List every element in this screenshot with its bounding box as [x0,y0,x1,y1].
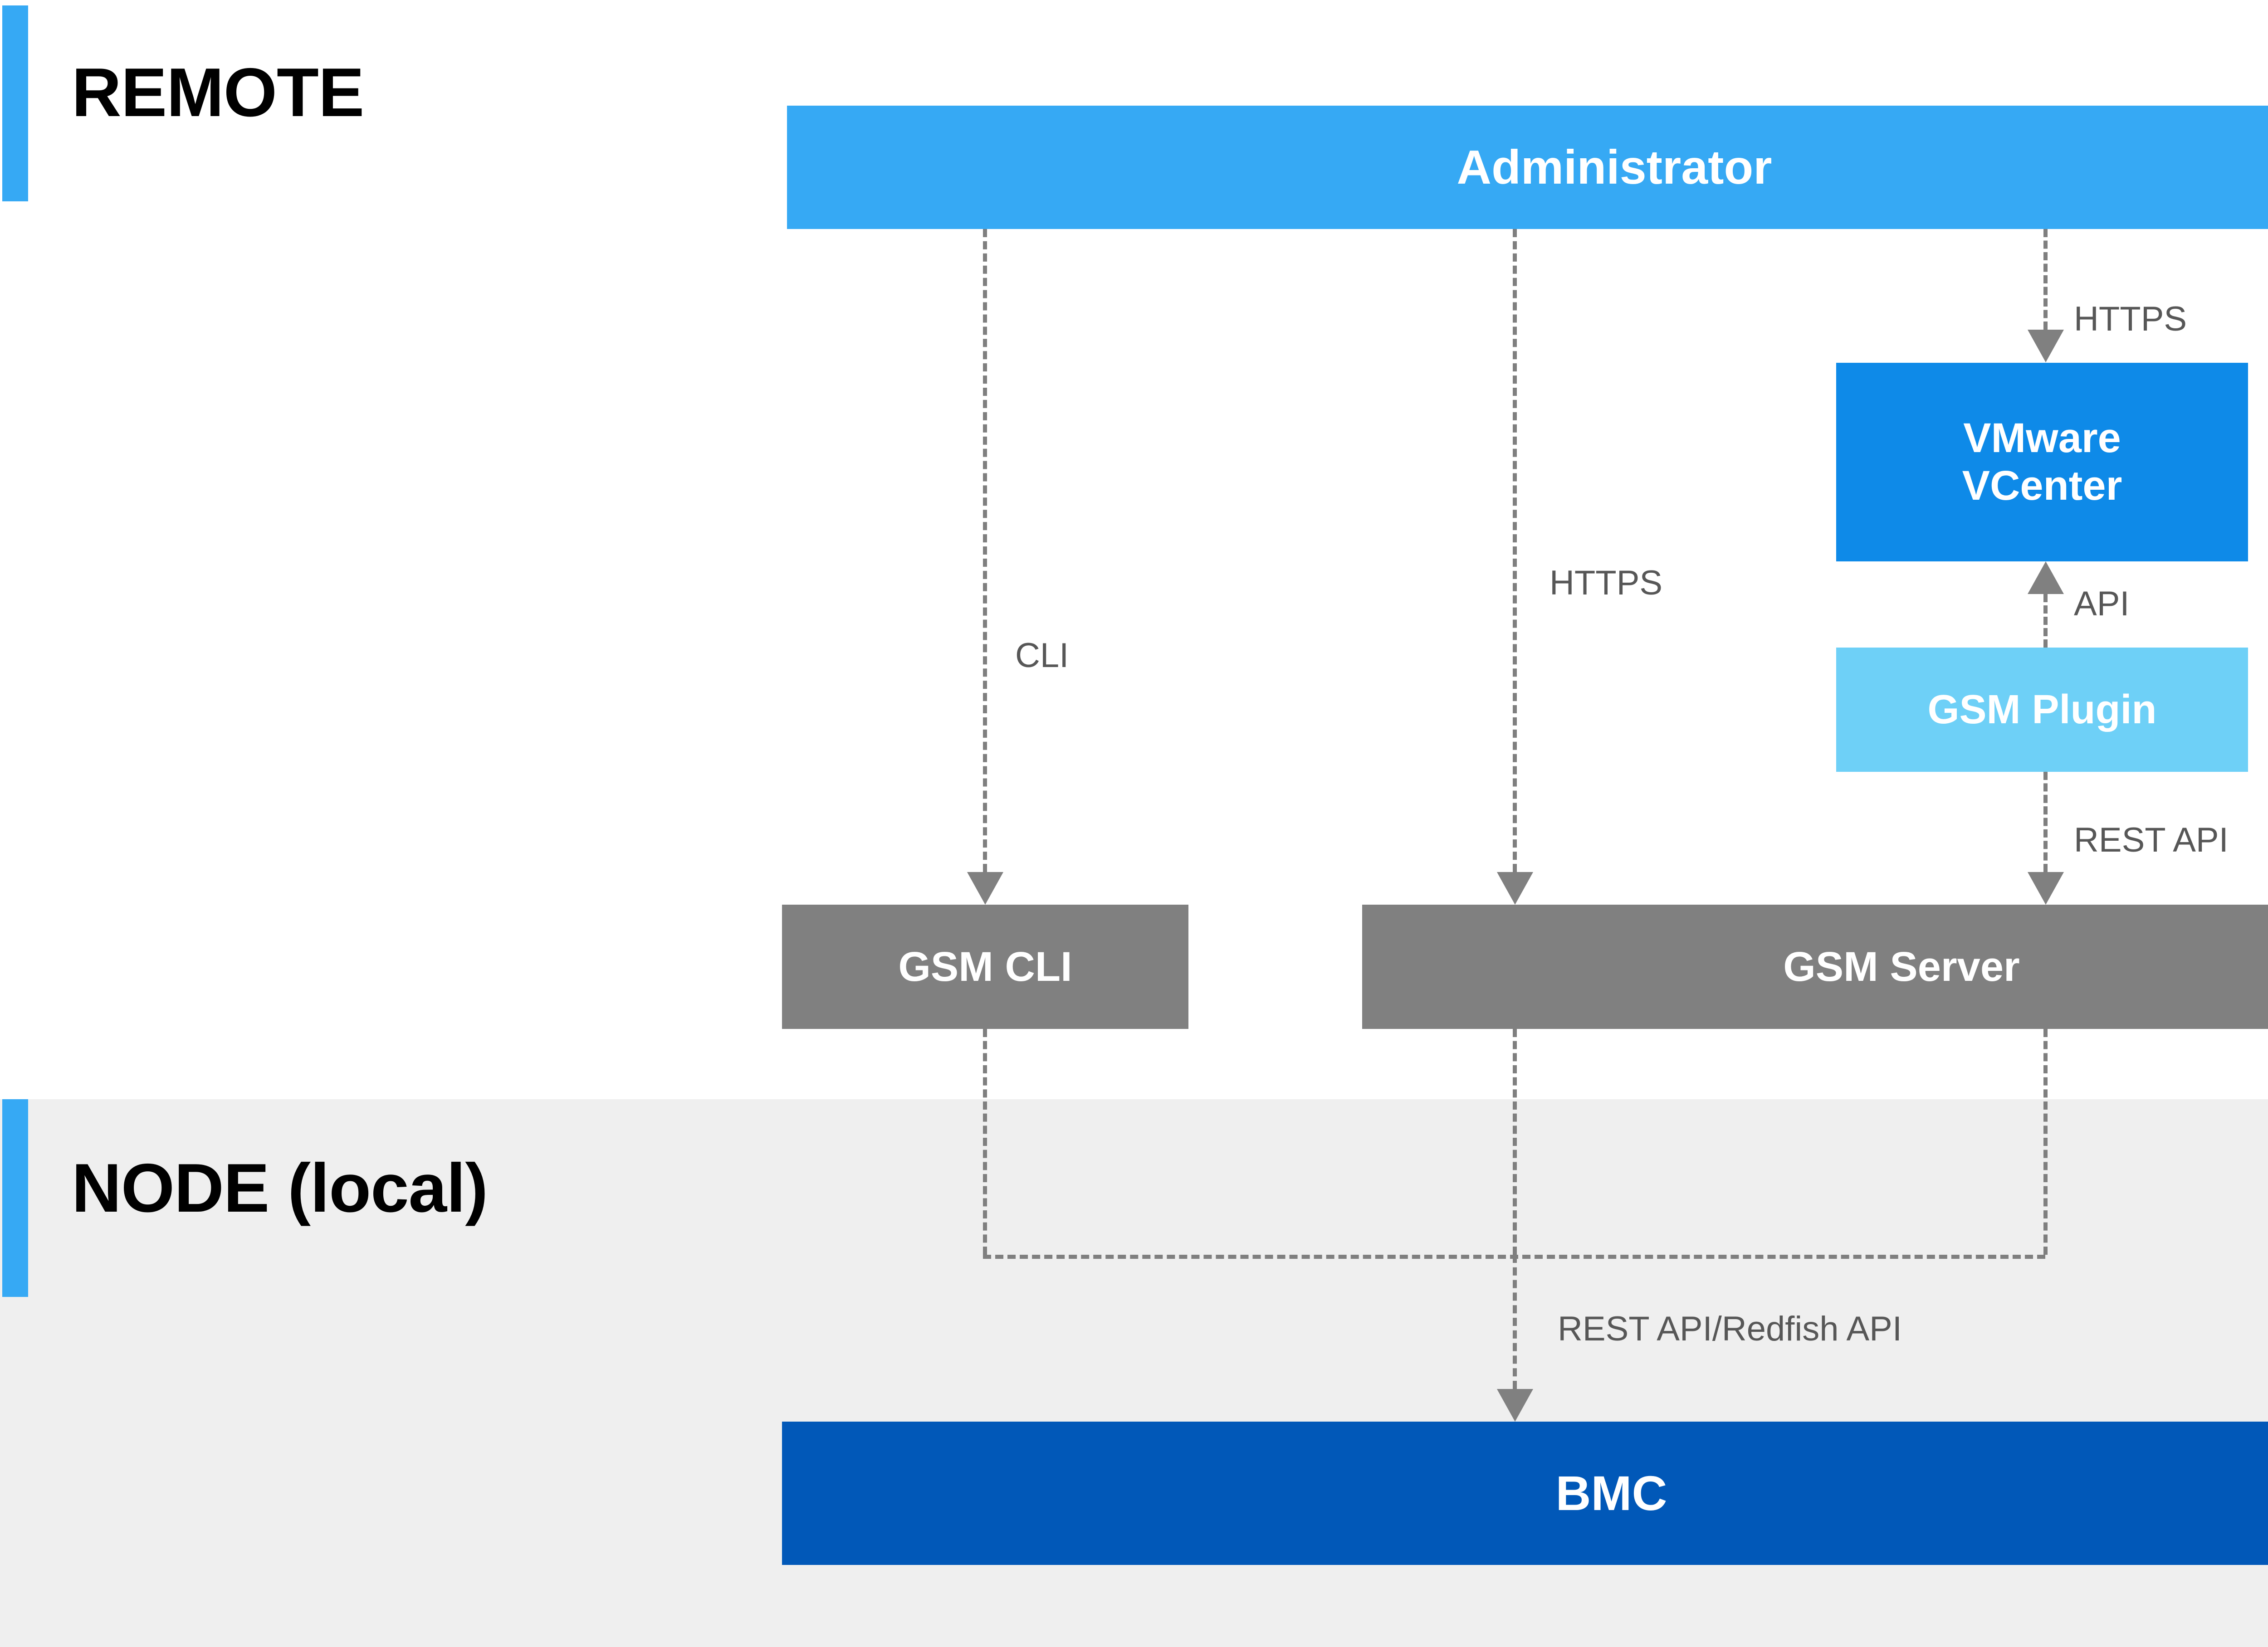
node-gsm-server[interactable]: GSM Server [1362,905,2268,1029]
node-vmware-vcenter-label: VMware VCenter [1962,414,2122,510]
node-gsm-plugin-label: GSM Plugin [1927,687,2157,732]
connector-bmc-arrowhead-icon [1497,1389,1533,1422]
node-gsm-server-label: GSM Server [1783,943,2020,990]
node-bmc[interactable]: BMC [782,1422,2268,1565]
edge-label-api: API [2074,585,2130,623]
node-administrator[interactable]: Administrator [787,106,2268,229]
edge-label-cli: CLI [1015,636,1069,675]
connector-restapi-arrowhead-icon [2028,872,2064,905]
connector-cli-line [983,229,987,872]
connector-gsm-cli-downleg [983,1029,987,1255]
node-gsm-plugin[interactable]: GSM Plugin [1836,648,2248,772]
connector-https-vcenter-arrowhead-icon [2028,330,2064,362]
node-bmc-label: BMC [1555,1466,1667,1521]
connector-api-line [2043,594,2048,648]
zone-node-accent-bar [2,1099,28,1297]
edge-label-rest-redfish: REST API/Redfish API [1558,1310,1902,1348]
edge-label-https-vcenter: HTTPS [2074,300,2187,338]
zone-remote-accent-bar [2,5,28,201]
zone-remote-label: REMOTE [72,54,364,131]
node-administrator-label: Administrator [1457,140,1772,194]
zone-node-label: NODE (local) [72,1150,488,1227]
connector-gsm-server-downleg-right [2043,1029,2048,1255]
node-vmware-vcenter-label-line1: VMware [1963,415,2121,462]
connector-api-arrowhead-icon [2028,561,2064,594]
connector-restapi-line [2043,772,2048,872]
node-vmware-vcenter[interactable]: VMware VCenter [1836,363,2248,561]
connector-bmc-line [1513,1255,1517,1389]
edge-label-restapi: REST API [2074,821,2229,859]
node-gsm-cli[interactable]: GSM CLI [782,905,1188,1029]
edge-label-https-server: HTTPS [1549,564,1663,602]
connector-cli-arrowhead-icon [967,872,1003,905]
connector-gsm-server-downleg-left [1513,1029,1517,1255]
connector-https-vcenter-line [2043,229,2048,330]
connector-https-server-line [1513,229,1517,872]
node-gsm-cli-label: GSM CLI [898,943,1072,990]
connector-https-server-arrowhead-icon [1497,872,1533,905]
node-vmware-vcenter-label-line2: VCenter [1962,463,2122,509]
